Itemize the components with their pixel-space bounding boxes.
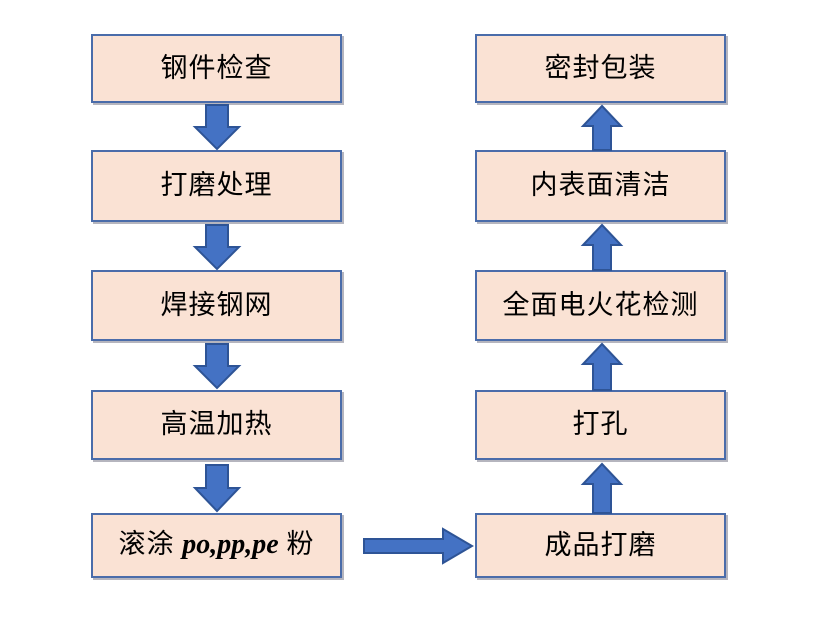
process-box-label: 焊接钢网 [160,289,273,320]
process-box-roll-coating-powder[interactable]: 滚涂 po,pp,pe 粉 [91,513,342,578]
process-box-label: 密封包装 [544,52,657,83]
process-box-grinding[interactable]: 打磨处理 [91,150,342,222]
arrow-down-icon-4 [192,464,242,513]
process-box-high-temp-heating[interactable]: 高温加热 [91,390,342,460]
process-box-label-mixed: 滚涂 po,pp,pe 粉 [118,529,315,561]
arrow-down-icon-3 [192,343,242,390]
process-box-drilling[interactable]: 打孔 [475,390,726,460]
process-box-full-spark-test[interactable]: 全面电火花检测 [475,270,726,341]
arrow-down-icon-1 [192,104,242,151]
process-box-label: 打磨处理 [160,170,273,201]
process-box-label: 全面电火花检测 [502,289,699,320]
process-box-label: 打孔 [572,409,629,440]
process-box-sealed-packaging[interactable]: 密封包装 [475,34,726,103]
process-box-inner-surface-cleaning[interactable]: 内表面清洁 [475,150,726,222]
arrow-down-icon-2 [192,224,242,271]
arrow-right-icon-1 [363,527,474,565]
process-box-steel-inspection[interactable]: 钢件检查 [91,34,342,103]
process-box-label: 成品打磨 [544,529,657,560]
label-suffix: 粉 [278,529,315,560]
arrow-up-icon-1 [580,462,624,514]
arrow-up-icon-4 [580,104,624,151]
arrow-up-icon-2 [580,342,624,391]
process-box-label: 内表面清洁 [530,170,671,201]
process-box-label: 高温加热 [160,409,273,440]
label-latin: po,pp,pe [182,529,279,561]
process-box-finished-grinding[interactable]: 成品打磨 [475,513,726,578]
label-prefix: 滚涂 [118,529,183,560]
process-box-weld-steel-mesh[interactable]: 焊接钢网 [91,270,342,341]
arrow-up-icon-3 [580,223,624,271]
process-box-label: 钢件检查 [160,52,273,83]
